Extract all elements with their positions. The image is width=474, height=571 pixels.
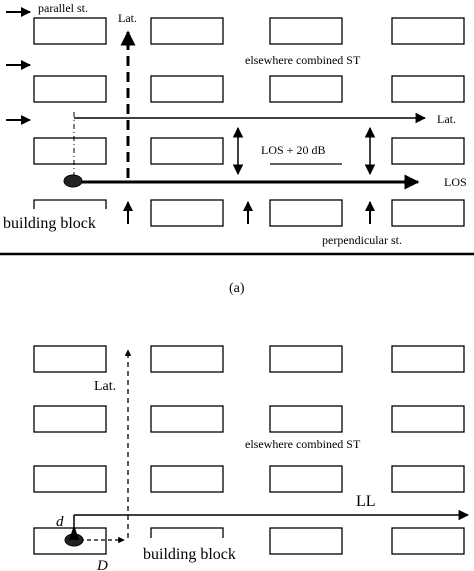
building-block bbox=[391, 527, 465, 555]
building-block bbox=[33, 405, 107, 433]
los-label: LOS bbox=[444, 175, 467, 189]
figure-a: parallel st. Lat. elsewhere combined ST … bbox=[0, 1, 474, 296]
transmitter-marker bbox=[63, 174, 83, 188]
building-block bbox=[150, 345, 224, 373]
d-large-label: D bbox=[96, 558, 108, 571]
building-block bbox=[150, 405, 224, 433]
building-block bbox=[150, 199, 224, 227]
building-block bbox=[269, 405, 343, 433]
figure-b: Lat. elsewhere combined ST LL d D buildi… bbox=[33, 345, 470, 571]
los-gain-label: LOS + 20 dB bbox=[261, 143, 325, 157]
building-block bbox=[269, 17, 343, 45]
lateral-right-label: Lat. bbox=[437, 112, 456, 126]
building-block-label: building block bbox=[3, 215, 96, 232]
building-block bbox=[150, 137, 224, 165]
building-block bbox=[150, 75, 224, 103]
building-block bbox=[33, 17, 107, 45]
building-block bbox=[269, 527, 343, 555]
building-block bbox=[269, 75, 343, 103]
building-block bbox=[33, 75, 107, 103]
building-block bbox=[33, 345, 107, 373]
combined-st-label: elsewhere combined ST bbox=[245, 437, 361, 451]
transmitter-antenna bbox=[69, 525, 79, 540]
building-block bbox=[150, 17, 224, 45]
building-block bbox=[33, 465, 107, 493]
building-block bbox=[391, 465, 465, 493]
building-block bbox=[391, 137, 465, 165]
building-block bbox=[391, 17, 465, 45]
building-block bbox=[269, 465, 343, 493]
building-block-label: building block bbox=[143, 546, 236, 563]
building-block-label-bg bbox=[138, 538, 256, 566]
lateral-label: Lat. bbox=[94, 379, 116, 394]
building-block bbox=[33, 137, 107, 165]
building-block bbox=[391, 199, 465, 227]
perpendicular-street-label: perpendicular st. bbox=[322, 233, 402, 247]
building-grid-b bbox=[33, 345, 465, 555]
ll-label: LL bbox=[356, 493, 376, 510]
lateral-top-label: Lat. bbox=[118, 11, 137, 25]
combined-st-label: elsewhere combined ST bbox=[245, 53, 361, 67]
building-grid-a bbox=[33, 17, 465, 227]
d-small-label: d bbox=[56, 514, 64, 530]
figure-a-caption: (a) bbox=[229, 281, 245, 296]
building-block bbox=[391, 405, 465, 433]
parallel-street-label: parallel st. bbox=[38, 1, 88, 15]
building-block bbox=[33, 527, 107, 555]
building-block bbox=[150, 465, 224, 493]
building-block bbox=[391, 345, 465, 373]
building-block bbox=[269, 345, 343, 373]
building-block bbox=[269, 199, 343, 227]
building-block-outline bbox=[33, 199, 107, 209]
building-block bbox=[391, 75, 465, 103]
